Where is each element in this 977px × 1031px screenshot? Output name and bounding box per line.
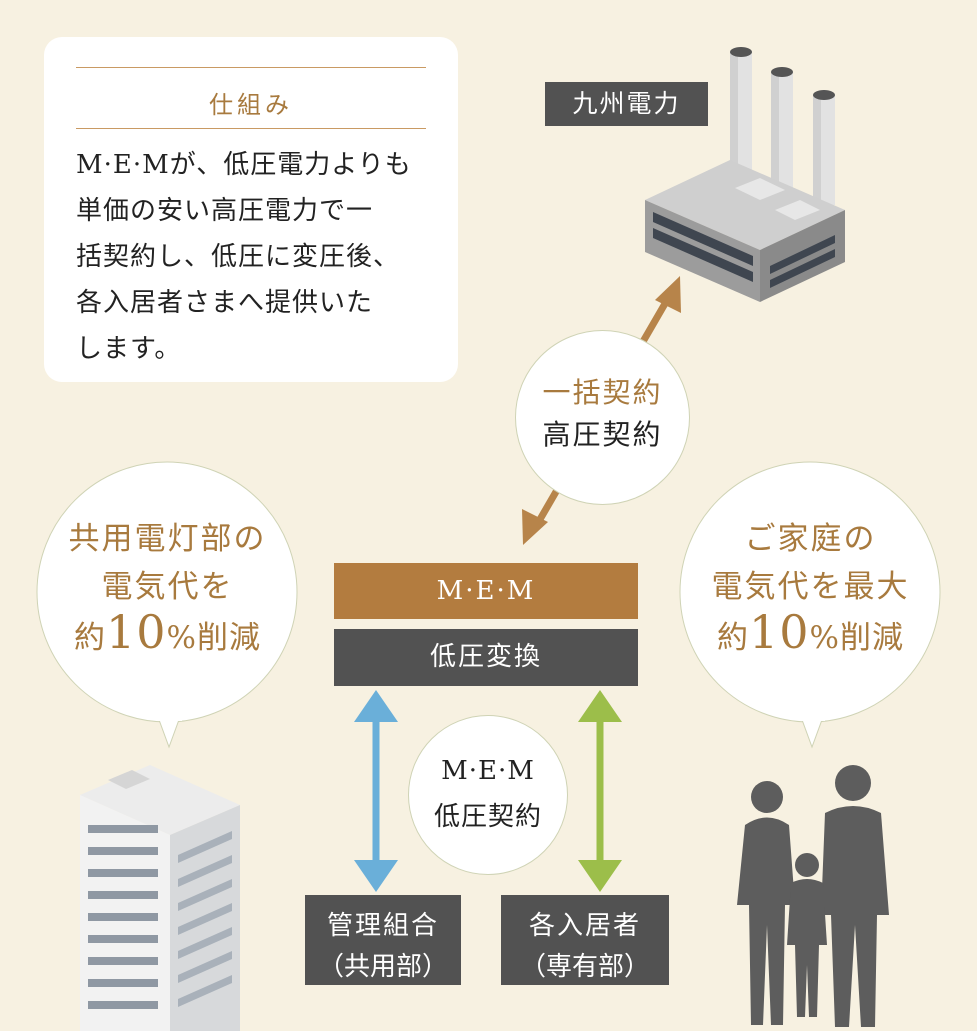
- card-line: 単価の安い高圧電力で一: [76, 196, 374, 226]
- supplier-label: 九州電力: [545, 82, 708, 126]
- common-savings-line2: 電気代を: [101, 569, 234, 605]
- mem-contract-line2: 低圧契約: [433, 802, 542, 832]
- card-line: 各入居者さまへ提供いた: [76, 288, 374, 318]
- savings-number: 10: [748, 605, 810, 659]
- family-silhouette-icon: [737, 765, 889, 1027]
- savings-number: 10: [105, 605, 167, 659]
- savings-suffix: %削減: [166, 620, 261, 656]
- home-savings-line2: 電気代を最大: [711, 569, 910, 605]
- mem-bar: M·E·M: [334, 563, 638, 619]
- residents-label: 各入居者 （専有部）: [501, 895, 669, 985]
- up-arrowhead: [655, 276, 681, 313]
- card-title-rule: [76, 128, 426, 129]
- common-savings-line1: 共用電灯部の: [68, 521, 267, 557]
- savings-suffix: %削減: [809, 620, 904, 656]
- management-line1: 管理組合: [326, 911, 439, 941]
- card-title: 仕組み: [209, 91, 293, 119]
- explanation-card: 仕組み M·E·Mが、低圧電力よりも 単価の安い高圧電力で一 括契約し、低圧に変…: [44, 37, 458, 382]
- residents-line2: （専有部）: [519, 952, 650, 982]
- home-savings-amount: 約10%削減: [673, 605, 948, 659]
- card-top-rule: [76, 67, 426, 68]
- bulk-contract-line2: 高圧契約: [542, 418, 663, 451]
- blue-down-arrowhead: [354, 860, 398, 892]
- card-line: M·E·Mが、低圧電力よりも: [76, 150, 412, 180]
- savings-prefix: 約: [73, 620, 106, 656]
- card-body: M·E·Mが、低圧電力よりも 単価の安い高圧電力で一 括契約し、低圧に変圧後、 …: [76, 142, 446, 372]
- management-line2: （共用部）: [317, 952, 448, 982]
- card-line: します。: [76, 334, 182, 364]
- bulk-contract-line1: 一括契約: [542, 376, 663, 409]
- mem-contract-line1: M·E·M: [441, 756, 535, 786]
- down-arrowhead: [522, 509, 548, 545]
- common-area-bubble-shape: [36, 461, 298, 749]
- green-up-arrowhead: [578, 690, 622, 722]
- home-bubble-shape: [679, 461, 941, 749]
- residents-line1: 各入居者: [528, 911, 641, 941]
- blue-up-arrowhead: [354, 690, 398, 722]
- power-plant-icon: [645, 47, 845, 302]
- home-savings-bubble: ご家庭の 電気代を最大 約10%削減: [673, 455, 948, 730]
- common-savings-amount: 約10%削減: [30, 605, 305, 659]
- green-down-arrowhead: [578, 860, 622, 892]
- low-voltage-conversion-bar: 低圧変換: [334, 629, 638, 686]
- apartment-building-icon: [80, 765, 240, 1031]
- savings-prefix: 約: [716, 620, 749, 656]
- bulk-contract-circle: 一括契約 高圧契約: [515, 330, 690, 505]
- common-area-savings-bubble: 共用電灯部の 電気代を 約10%削減: [30, 455, 305, 730]
- management-association-label: 管理組合 （共用部）: [305, 895, 461, 985]
- home-savings-line1: ご家庭の: [744, 521, 877, 557]
- mem-contract-circle: M·E·M 低圧契約: [408, 715, 568, 875]
- card-line: 括契約し、低圧に変圧後、: [76, 242, 401, 272]
